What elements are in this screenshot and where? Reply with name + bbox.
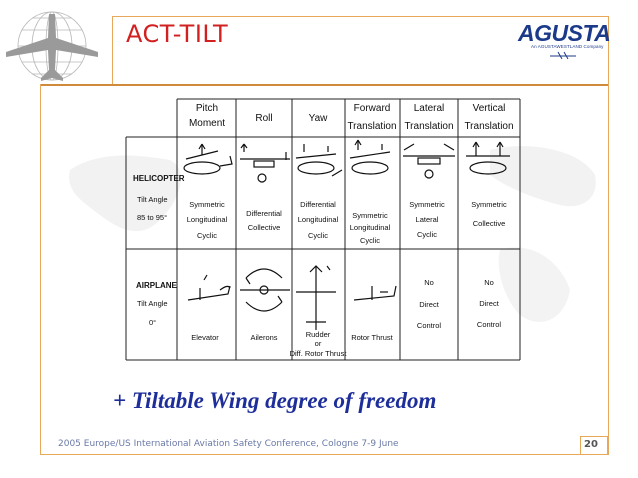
col-header-vertical-line1: Vertical [473,103,506,114]
agusta-logo-tagline: An AGUSTAWESTLAND Company [531,44,604,49]
col-header-forward-line2: Translation [347,121,396,132]
row-airplane-tilt-value: 0° [149,318,156,327]
slide-caption: + Tiltable Wing degree of freedom [113,388,437,413]
row-airplane-tilt-label: Tilt Angle [137,299,168,308]
cell-plane-vertical-3: Control [477,320,502,329]
helicopter-diagrams [183,139,510,183]
cell-plane-lateral-2: Direct [419,300,440,309]
diagram-heli-forward [349,139,391,175]
cell-heli-vertical-2: Collective [473,219,506,228]
globe-airplane-logo [6,11,98,81]
slide-title: ACT-TILT [126,20,229,48]
cell-heli-lateral-2: Lateral [416,215,439,224]
cell-plane-vertical-1: No [484,278,494,287]
col-header-pitch-line1: Pitch [196,103,218,114]
col-header-pitch-line2: Moment [189,118,225,129]
cell-plane-vertical-2: Direct [479,299,500,308]
agusta-logo: AGUSTA [518,20,611,46]
diagram-plane-roll [240,268,290,312]
table-grid [125,98,521,361]
header-divider [40,84,608,86]
cell-heli-yaw-2: Longitudinal [298,215,339,224]
col-header-roll: Roll [255,113,272,124]
cell-heli-forward-2: Longitudinal [350,223,391,232]
col-header-lateral-line2: Translation [404,121,453,132]
cell-plane-yaw-2: or [315,339,322,348]
cell-heli-roll-2: Collective [248,223,281,232]
row-label-airplane: AIRPLANE [136,281,178,290]
slide-frame-bottom [40,454,609,455]
row-label-helicopter: HELICOPTER [133,174,185,183]
diagram-heli-pitch [183,143,233,175]
cell-plane-pitch-1: Elevator [191,333,219,342]
diagram-heli-vertical [466,141,510,175]
cell-heli-yaw-3: Cyclic [308,231,328,240]
cell-heli-roll-1: Differential [246,209,282,218]
cell-heli-lateral-3: Cyclic [417,230,437,239]
col-header-forward-line1: Forward [354,103,391,114]
slide-frame-left [40,84,41,455]
slide-frame-right [608,16,609,454]
agusta-logo-mark [550,51,576,60]
cell-heli-forward-1: Symmetric [352,211,388,220]
cell-heli-pitch-2: Longitudinal [187,215,228,224]
row-helicopter-tilt-value: 85 to 95° [137,213,167,222]
cell-plane-yaw-1: Rudder [306,330,331,339]
cell-plane-roll-1: Ailerons [250,333,277,342]
col-header-yaw: Yaw [309,113,328,124]
cell-heli-vertical-1: Symmetric [471,200,507,209]
slide-frame-top [112,16,608,17]
diagram-heli-yaw [295,144,343,177]
page-number-box [580,436,608,455]
diagram-heli-lateral [403,143,455,179]
cell-plane-forward-1: Rotor Thrust [351,333,393,342]
cell-heli-lateral-1: Symmetric [409,200,445,209]
slide-footer: 2005 Europe/US International Aviation Sa… [58,439,399,449]
cell-plane-yaw-3: Diff. Rotor Thrust [290,349,348,358]
col-header-lateral-line1: Lateral [414,103,445,114]
cell-heli-forward-3: Cyclic [360,236,380,245]
cell-heli-pitch-1: Symmetric [189,200,225,209]
diagram-heli-roll [240,143,290,183]
cell-plane-lateral-1: No [424,278,434,287]
world-map-background [69,146,596,322]
diagram-plane-forward [353,285,397,301]
cell-heli-yaw-1: Differential [300,200,336,209]
slide-frame-header-left [112,16,113,84]
row-helicopter-tilt-label: Tilt Angle [137,195,168,204]
page-number: 20 [584,439,598,450]
diagram-plane-pitch [187,274,231,301]
cell-heli-pitch-3: Cyclic [197,231,217,240]
cell-plane-lateral-3: Control [417,321,442,330]
airplane-diagrams [187,265,397,330]
col-header-vertical-line2: Translation [464,121,513,132]
diagram-plane-yaw [296,265,336,330]
